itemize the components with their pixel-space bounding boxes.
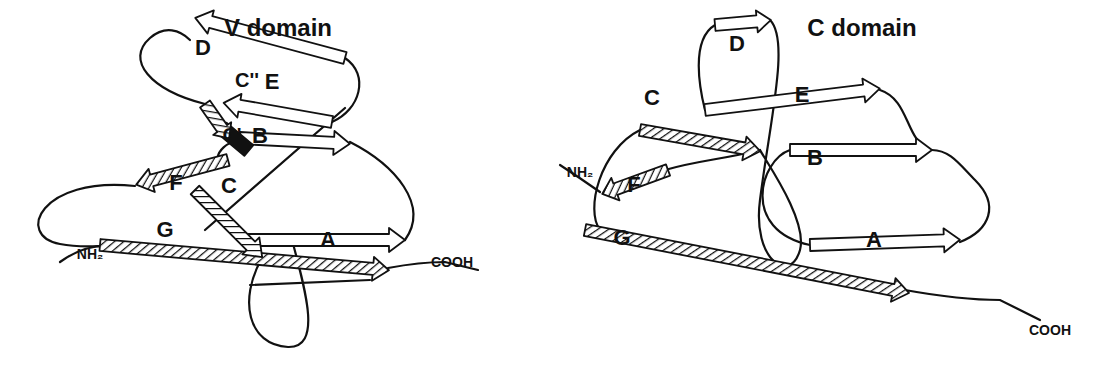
chain-tail [60, 246, 105, 262]
strand-label: F [169, 172, 182, 194]
strand-g [583, 218, 912, 305]
loop [594, 130, 640, 230]
domain-title: C domain [807, 16, 916, 40]
strand-label: G [156, 219, 173, 241]
loop [38, 185, 135, 247]
strands [99, 6, 960, 304]
strand-c [638, 118, 762, 163]
loops [38, 20, 1040, 347]
strand-a [810, 228, 961, 257]
strand-label: D [729, 33, 745, 55]
strand-e [704, 77, 882, 122]
strand-c-prime [218, 123, 254, 156]
strand-a [245, 228, 405, 252]
strand-f [133, 148, 231, 196]
terminus-label: COOH [1029, 323, 1071, 337]
loop [332, 58, 359, 122]
loop [932, 150, 989, 242]
strand-label: C [221, 175, 237, 197]
loop [759, 20, 801, 266]
loop [699, 25, 715, 110]
strand-label: E [265, 71, 280, 93]
strand-label: E [795, 84, 810, 106]
strand-label: A [320, 229, 336, 251]
strand-d [714, 9, 772, 36]
strand-label: G [613, 227, 630, 249]
strand-label: C' [222, 125, 241, 145]
terminus-label: NH₂ [567, 165, 593, 179]
terminus-label: COOH [431, 255, 473, 269]
loop [763, 150, 811, 245]
loop [350, 142, 413, 240]
chain-tail [905, 290, 1040, 320]
terminus-label: NH₂ [77, 247, 103, 261]
strand-f [598, 159, 672, 205]
strand-label: D [195, 37, 211, 59]
loop [880, 90, 930, 150]
strand-label: C [644, 87, 660, 109]
strand-label: A [866, 229, 882, 251]
strand-label: B [807, 147, 823, 169]
strand-label: C'' [235, 70, 259, 90]
strand-d [192, 6, 348, 69]
strand-label: F [627, 174, 640, 196]
domain-title: V domain [224, 16, 332, 40]
chain-tail [560, 165, 600, 192]
loop [250, 280, 370, 285]
strand-label: B [252, 125, 268, 147]
